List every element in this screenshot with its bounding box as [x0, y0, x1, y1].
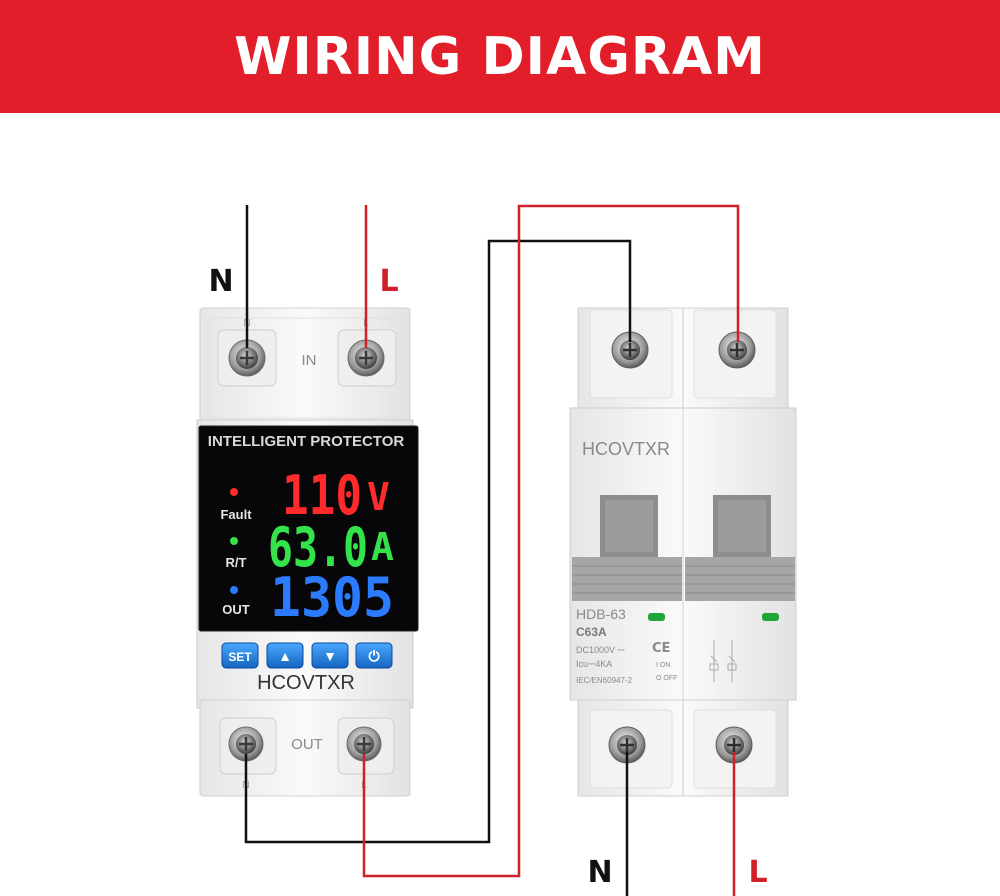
- current-unit: A: [371, 525, 394, 569]
- set-button-label: SET: [228, 650, 252, 664]
- down-button[interactable]: ▼: [311, 642, 349, 669]
- screw-icon: [228, 339, 266, 377]
- neutral-link-wire: [244, 239, 632, 844]
- breaker-model: HDB-63: [576, 606, 626, 622]
- power-icon: ⏻: [368, 648, 379, 664]
- out-indicator-label: OUT: [222, 602, 250, 617]
- protector-out-label: OUT: [291, 736, 323, 753]
- ce-mark-icon: CE: [652, 641, 670, 656]
- screen-title: INTELLIGENT PROTECTOR: [208, 433, 405, 450]
- circuit-breaker: HCOVTXR HDB-63 C63A DC1000V ⎓ Icu⎓4KA IE…: [569, 307, 797, 797]
- screw-icon: [611, 331, 649, 369]
- screw-icon: [715, 726, 753, 764]
- page-title: WIRING DIAGRAM: [234, 26, 766, 87]
- breaker-rating: C63A: [576, 625, 607, 639]
- intelligent-protector: N L IN INTELLIGENT PROTECTOR Fault R/T O…: [196, 307, 419, 797]
- screw-icon: [346, 726, 382, 762]
- protector-screen: [198, 425, 419, 632]
- breaker-schematic-icon: [709, 640, 737, 682]
- screw-icon: [228, 726, 264, 762]
- down-arrow-icon: ▼: [323, 648, 337, 664]
- up-arrow-icon: ▲: [278, 648, 292, 664]
- protector-brand: HCOVTXR: [257, 672, 355, 694]
- rt-indicator-icon: [230, 537, 238, 545]
- breaker-spec-dc: DC1000V ⎓: [576, 645, 625, 655]
- live-link-wire: [362, 204, 740, 878]
- breaker-spec-iec: IEC/EN60947-2: [576, 676, 633, 685]
- fault-label: Fault: [220, 507, 252, 522]
- input-neutral-label: N: [208, 264, 233, 299]
- up-button[interactable]: ▲: [266, 642, 304, 669]
- set-button[interactable]: SET: [221, 642, 259, 669]
- breaker-off-label: O OFF: [656, 675, 677, 682]
- output-neutral-label: N: [587, 855, 612, 890]
- status-indicator-icon: [762, 613, 779, 621]
- output-live-label: L: [748, 855, 767, 890]
- input-live-label: L: [379, 264, 398, 299]
- power-button[interactable]: ⏻: [355, 642, 393, 669]
- out-indicator-icon: [230, 586, 238, 594]
- protector-in-label: IN: [302, 352, 317, 369]
- power-readout: 1305: [270, 566, 394, 629]
- header-banner: WIRING DIAGRAM: [0, 0, 1000, 113]
- fault-indicator-icon: [230, 488, 238, 496]
- rt-label: R/T: [226, 555, 247, 570]
- voltage-unit: V: [367, 475, 390, 519]
- current-readout: 63.0: [268, 516, 368, 579]
- breaker-spec-icu: Icu⎓4KA: [576, 659, 612, 669]
- breaker-on-label: I ON: [656, 662, 670, 669]
- breaker-brand: HCOVTXR: [582, 439, 670, 459]
- voltage-readout: 110: [282, 464, 362, 527]
- status-indicator-icon: [648, 613, 665, 621]
- screw-icon: [718, 331, 756, 369]
